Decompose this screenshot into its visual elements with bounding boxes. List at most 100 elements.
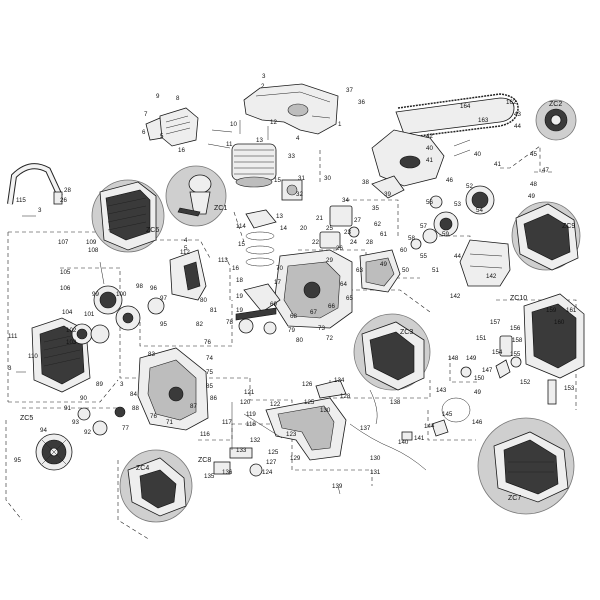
- part-label: 111: [8, 333, 18, 340]
- part-label: 118: [246, 421, 256, 428]
- part-label: 155: [510, 351, 521, 358]
- part-label: 27: [354, 217, 361, 224]
- hand-guard: [459, 239, 511, 287]
- zc10-label: ZC10: [510, 295, 527, 302]
- part-label: 125: [268, 449, 279, 456]
- part-label: 23: [344, 229, 351, 236]
- wiring: [349, 423, 427, 471]
- part-label: 65: [346, 295, 353, 302]
- part-label: 37: [346, 87, 353, 94]
- throttle-parts: [231, 379, 378, 450]
- part-label: 77: [122, 425, 129, 432]
- part-label: 104: [62, 309, 73, 316]
- part-label: 132: [250, 437, 261, 444]
- part-label: 14: [280, 225, 287, 232]
- part-label: 4: [184, 237, 188, 244]
- part-label: 145: [442, 411, 453, 418]
- part-label: 56: [426, 199, 433, 206]
- part-label: 128: [340, 393, 351, 400]
- part-label: 28: [366, 239, 373, 246]
- part-label: 163: [478, 117, 489, 124]
- part-label: 141: [414, 435, 425, 442]
- part-label: 121: [244, 389, 255, 396]
- part-label: 94: [40, 427, 47, 434]
- part-label: 105: [60, 269, 71, 276]
- part-label: 127: [266, 459, 277, 466]
- part-label: 102: [66, 327, 77, 334]
- part-label: 119: [246, 411, 256, 418]
- part-label: 139: [332, 483, 343, 490]
- part-label: 84: [130, 391, 137, 398]
- zc6-detail: ZC6: [91, 179, 165, 253]
- part-label: 148: [448, 355, 459, 362]
- part-label: 130: [320, 407, 331, 414]
- part-label: 70: [276, 265, 283, 272]
- part-label: 85: [206, 383, 213, 390]
- part-label: 82: [196, 321, 203, 328]
- cylinder: [231, 143, 277, 188]
- part-label: 71: [166, 419, 173, 426]
- zc5-label: ZC5: [20, 415, 33, 422]
- part-label: 41: [426, 157, 433, 164]
- part-label: 31: [298, 175, 305, 182]
- part-label: 49: [528, 193, 535, 200]
- starter-pulley-set: [90, 285, 165, 344]
- part-label: 44: [514, 123, 521, 130]
- part-label: 12: [270, 119, 277, 126]
- part-label: 117: [222, 419, 232, 426]
- part-label: 3: [38, 207, 42, 214]
- screws: [16, 120, 471, 495]
- part-number-labels: 3 2 9 8 7 6 16 5 10 12 11 4 33 13 15 31 …: [8, 73, 577, 490]
- part-label: 55: [420, 253, 427, 260]
- zc7-detail: ZC7: [477, 417, 575, 515]
- part-label: 72: [326, 335, 333, 342]
- part-label: 138: [390, 399, 401, 406]
- air-filter: [145, 107, 199, 147]
- part-label: 40: [474, 151, 481, 158]
- part-label: 99: [92, 291, 99, 298]
- part-label: 153: [564, 385, 575, 392]
- part-label: 5: [184, 245, 188, 252]
- part-label: 13: [256, 137, 263, 144]
- part-label: 61: [380, 231, 387, 238]
- part-label: 113: [218, 257, 228, 264]
- part-label: 46: [446, 177, 453, 184]
- part-label: 50: [402, 267, 409, 274]
- part-label: 41: [494, 161, 501, 168]
- part-label: 66: [328, 303, 335, 310]
- part-label: 162: [506, 99, 517, 106]
- part-label: 17: [274, 279, 281, 286]
- part-label: 52: [466, 183, 473, 190]
- part-label: 97: [160, 295, 167, 302]
- starter-housing: [31, 317, 93, 393]
- part-label: 74: [206, 355, 213, 362]
- part-label: 16: [178, 147, 185, 154]
- zc9-detail: ZC9: [511, 201, 581, 271]
- part-label: 79: [288, 327, 295, 334]
- part-label: 51: [432, 267, 439, 274]
- zc8-label: ZC8: [198, 457, 211, 464]
- piston-rings: [245, 209, 277, 267]
- part-label: 134: [334, 377, 345, 384]
- part-label: 164: [460, 103, 471, 110]
- part-label: 133: [236, 447, 247, 454]
- part-label: 98: [136, 283, 143, 290]
- part-label: 3: [262, 73, 266, 80]
- part-label: 126: [302, 381, 313, 388]
- part-label: 115: [16, 197, 26, 204]
- part-label: 135: [204, 473, 215, 480]
- part-label: 96: [150, 285, 157, 292]
- zc2-label: ZC2: [549, 101, 562, 108]
- part-label: 75: [206, 369, 213, 376]
- part-label: 125: [304, 399, 315, 406]
- part-label: 88: [132, 405, 139, 412]
- fan-cover: [169, 249, 207, 301]
- part-label: 6: [142, 129, 146, 136]
- part-label: 116: [200, 431, 210, 438]
- part-label: 140: [398, 439, 409, 446]
- part-label: 146: [472, 419, 483, 426]
- part-label: 93: [72, 419, 79, 426]
- part-label: 144: [424, 423, 435, 430]
- part-label: 40: [426, 145, 433, 152]
- part-label: 101: [84, 311, 95, 318]
